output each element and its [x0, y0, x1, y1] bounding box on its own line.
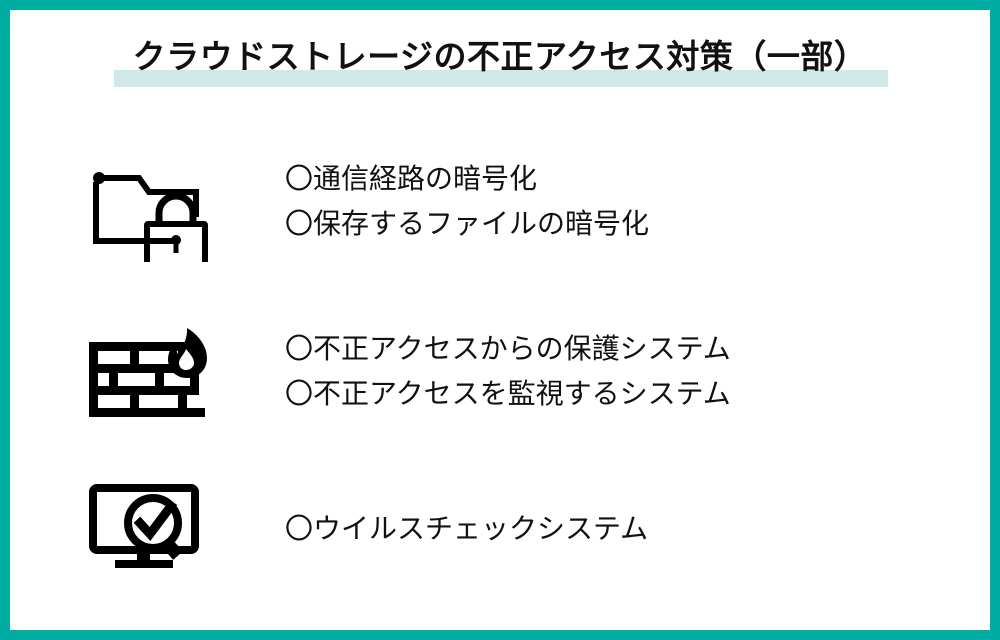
bullet-line: 〇不正アクセスからの保護システム	[285, 333, 731, 364]
slide-content: クラウドストレージの不正アクセス対策（一部）	[10, 10, 990, 630]
section-text: 〇ウイルスチェックシステム	[285, 478, 990, 551]
section-row: 〇ウイルスチェックシステム	[10, 478, 990, 573]
section-text: 〇不正アクセスからの保護システム 〇不正アクセスを監視するシステム	[285, 318, 990, 416]
firewall-icon	[10, 318, 285, 423]
section-row: 〇通信経路の暗号化 〇保存するファイルの暗号化	[10, 152, 990, 262]
section-text: 〇通信経路の暗号化 〇保存するファイルの暗号化	[285, 152, 990, 246]
bullet-line: 〇ウイルスチェックシステム	[285, 513, 649, 544]
bullet-line: 〇不正アクセスを監視するシステム	[285, 378, 731, 409]
bullet-line: 〇通信経路の暗号化	[285, 163, 538, 194]
section-row: 〇不正アクセスからの保護システム 〇不正アクセスを監視するシステム	[10, 318, 990, 423]
title-highlight-band	[114, 70, 888, 87]
folder-lock-icon	[10, 152, 285, 262]
monitor-scan-check-icon	[10, 478, 285, 573]
page-title: クラウドストレージの不正アクセス対策（一部）	[10, 28, 990, 98]
bullet-line: 〇保存するファイルの暗号化	[285, 208, 650, 239]
title-text: クラウドストレージの不正アクセス対策（一部）	[132, 38, 868, 75]
